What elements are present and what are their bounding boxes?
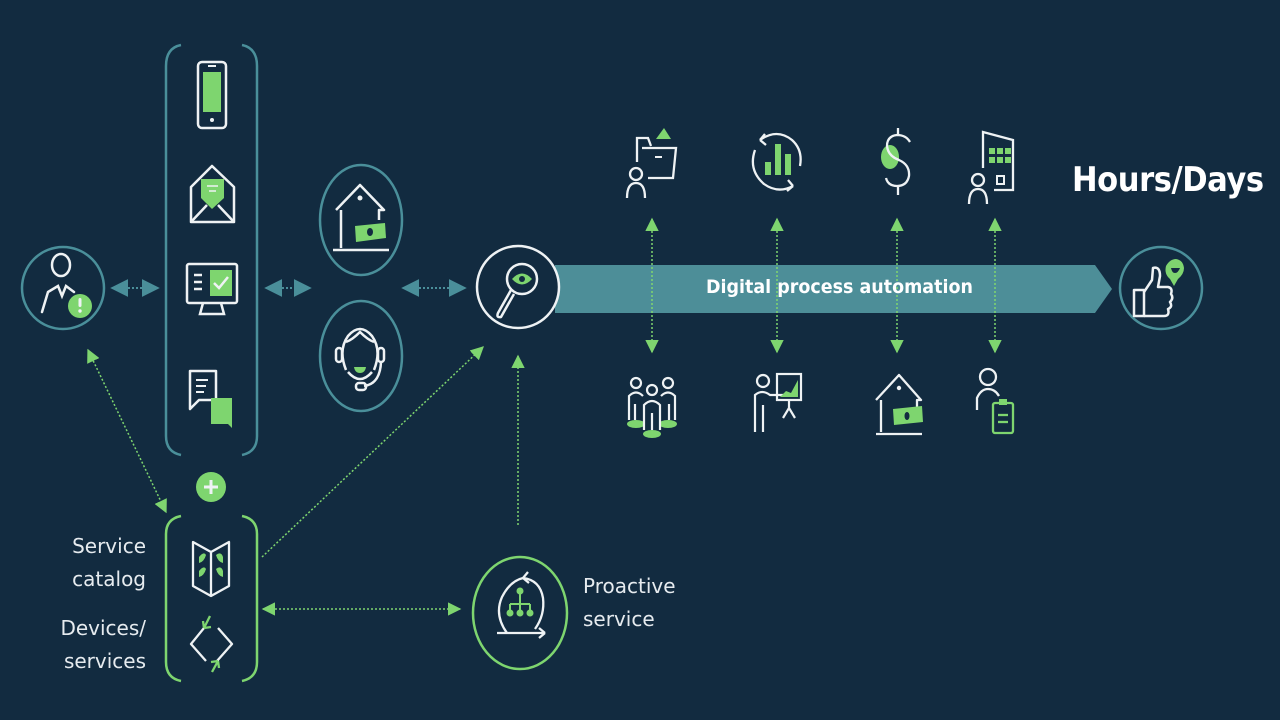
user-clipboard-icon[interactable] bbox=[975, 367, 1015, 435]
team-icon[interactable] bbox=[627, 376, 677, 438]
mobile-phone-icon[interactable] bbox=[196, 60, 228, 130]
service-catalog-label-line2: catalog bbox=[72, 567, 146, 591]
user-building-icon[interactable] bbox=[967, 130, 1015, 205]
user-alert-icon bbox=[40, 252, 76, 314]
devices-services-icon[interactable] bbox=[189, 615, 234, 673]
employee-issue-node[interactable] bbox=[20, 245, 106, 331]
house-money-icon[interactable] bbox=[875, 373, 923, 436]
self-service-node[interactable] bbox=[318, 163, 404, 277]
process-automation-bar bbox=[555, 265, 1112, 313]
service-catalog-label-line1: Service bbox=[72, 534, 146, 558]
headset-agent-icon bbox=[334, 327, 386, 392]
timeframe-heading: Hours/Days bbox=[1072, 160, 1264, 200]
location-pin-icon bbox=[1165, 259, 1184, 286]
outcome-node[interactable] bbox=[1118, 245, 1204, 331]
connector-catalog-triage bbox=[261, 346, 484, 558]
thumbs-up-icon bbox=[1132, 266, 1174, 318]
proactive-service-label-line2: service bbox=[583, 607, 655, 631]
catalog-group bbox=[164, 514, 259, 683]
house-money-icon bbox=[333, 183, 389, 252]
add-button[interactable] bbox=[196, 472, 226, 502]
proactive-service-label: Proactive service bbox=[583, 570, 676, 636]
chat-icon[interactable] bbox=[188, 369, 232, 428]
proactive-node[interactable] bbox=[471, 555, 569, 671]
proactive-hierarchy-icon bbox=[497, 571, 546, 639]
email-icon[interactable] bbox=[189, 164, 236, 224]
devices-services-label: Devices/ services bbox=[40, 612, 146, 678]
agent-node[interactable] bbox=[318, 299, 404, 413]
user-folder-icon[interactable] bbox=[625, 128, 678, 199]
service-catalog-label: Service catalog bbox=[40, 530, 146, 596]
triage-node[interactable] bbox=[475, 244, 561, 330]
process-bar-label: Digital process automation bbox=[706, 276, 973, 298]
service-catalog-icon[interactable] bbox=[191, 540, 231, 598]
dollar-icon[interactable] bbox=[881, 128, 911, 195]
proactive-service-label-line1: Proactive bbox=[583, 574, 676, 598]
refresh-chart-icon[interactable] bbox=[751, 132, 802, 192]
channels-group bbox=[164, 43, 259, 457]
presenter-chart-icon[interactable] bbox=[753, 372, 803, 432]
magnifier-eye-icon bbox=[496, 262, 539, 319]
devices-services-label-line2: services bbox=[63, 649, 146, 673]
devices-services-label-line1: Devices/ bbox=[60, 616, 146, 640]
monitor-checklist-icon[interactable] bbox=[185, 262, 239, 316]
connector-user-catalog bbox=[87, 348, 167, 514]
